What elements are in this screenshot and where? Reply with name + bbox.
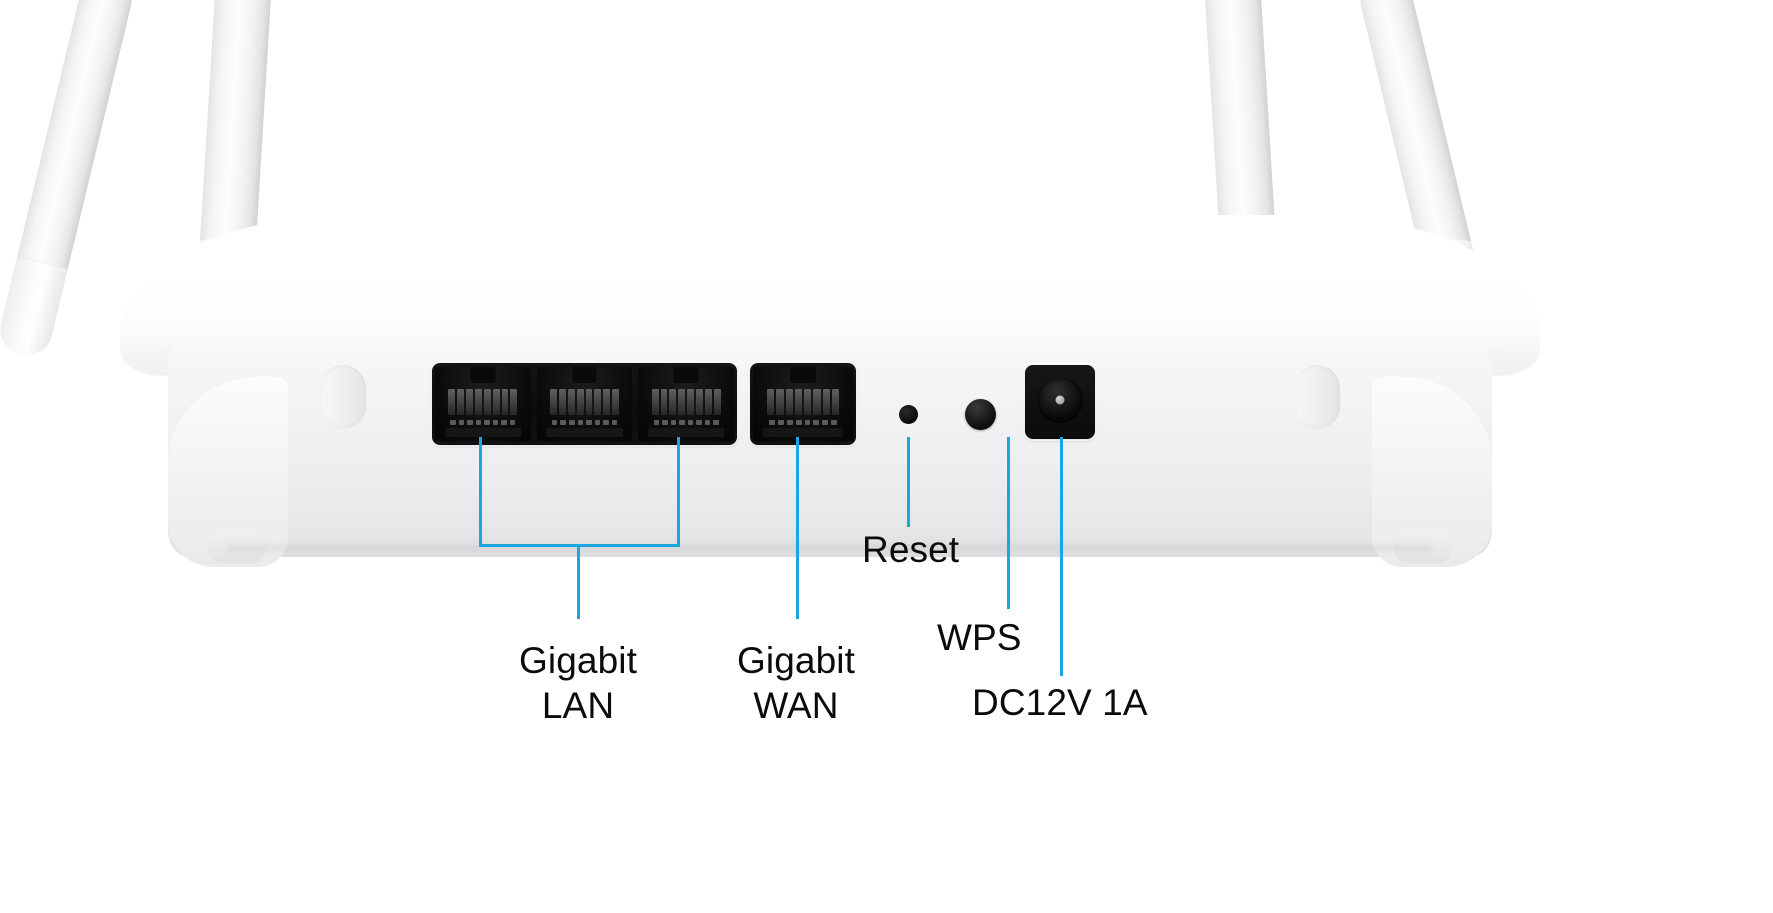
rj45-pins bbox=[651, 389, 721, 415]
rj45-shelf bbox=[763, 428, 843, 437]
label-gigabit-lan: Gigabit LAN bbox=[519, 640, 637, 727]
lan-callout-riser-left bbox=[479, 437, 482, 547]
lan-port-1[interactable] bbox=[435, 367, 531, 441]
wps-callout-line bbox=[1007, 437, 1010, 609]
wan-port-bezel bbox=[750, 363, 856, 445]
rj45-pins bbox=[767, 389, 839, 415]
rj45-pins bbox=[448, 389, 518, 415]
rj45-pins bbox=[550, 389, 619, 415]
antenna-hinge-right bbox=[1294, 365, 1340, 429]
rj45-notch bbox=[470, 367, 496, 383]
rj45-shelf bbox=[444, 428, 522, 437]
label-dc-power: DC12V 1A bbox=[972, 682, 1148, 723]
rj45-shelf bbox=[546, 428, 623, 437]
rj45-notch bbox=[673, 367, 699, 383]
lan-callout-riser-right bbox=[677, 437, 680, 547]
wan-callout-line bbox=[796, 437, 799, 619]
label-gigabit-wan: Gigabit WAN bbox=[737, 640, 855, 727]
router-chassis bbox=[120, 215, 1540, 567]
reset-callout-line bbox=[907, 437, 910, 527]
rj45-shelf bbox=[647, 428, 725, 437]
rj45-contacts bbox=[551, 420, 618, 425]
lan-port-3[interactable] bbox=[638, 367, 735, 441]
lan-callout-stem bbox=[577, 544, 580, 619]
rj45-contacts bbox=[653, 420, 719, 425]
lan-port-2[interactable] bbox=[536, 367, 633, 441]
wps-button[interactable] bbox=[965, 399, 996, 430]
dc-jack-center-pin bbox=[1055, 395, 1065, 405]
label-wps: WPS bbox=[937, 617, 1022, 658]
wan-port[interactable] bbox=[753, 367, 853, 441]
router-foot-right bbox=[1394, 529, 1452, 563]
rj45-contacts bbox=[769, 420, 837, 425]
rj45-notch bbox=[572, 367, 597, 383]
rj45-contacts bbox=[450, 420, 516, 425]
antenna-band bbox=[0, 256, 68, 361]
antenna-hinge-left bbox=[320, 365, 366, 429]
label-reset: Reset bbox=[862, 529, 960, 570]
reset-pinhole[interactable] bbox=[899, 405, 918, 424]
dc-power-jack[interactable] bbox=[1025, 365, 1095, 439]
power-callout-line bbox=[1060, 437, 1063, 676]
router-foot-left bbox=[208, 529, 266, 563]
router-bottom-shadow bbox=[228, 545, 1432, 555]
antenna-left-outer bbox=[0, 0, 137, 361]
rj45-notch bbox=[790, 367, 816, 383]
lan-port-bezel bbox=[432, 363, 737, 445]
router-rear-face bbox=[168, 341, 1492, 567]
